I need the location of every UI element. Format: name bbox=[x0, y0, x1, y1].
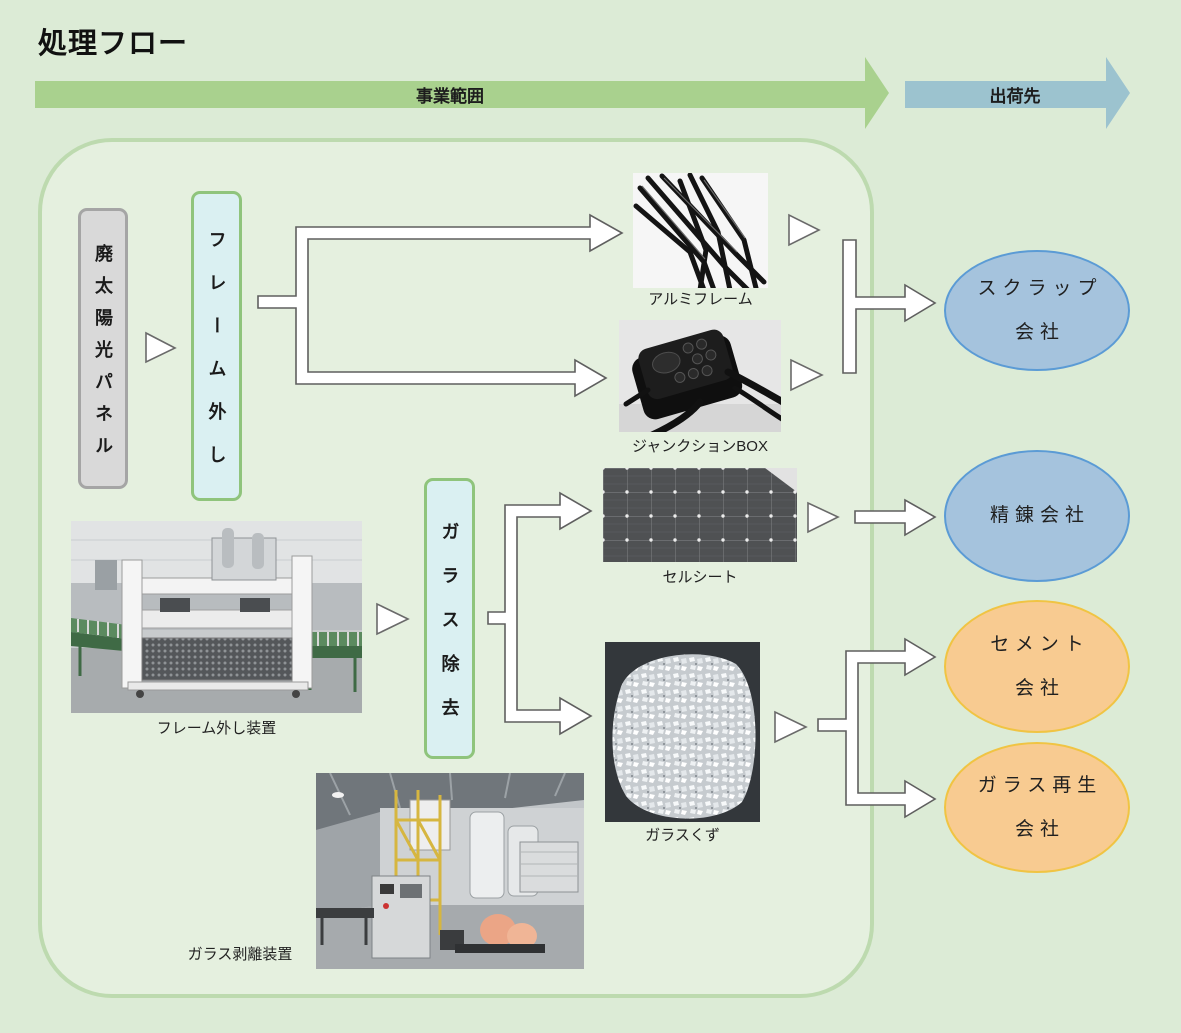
node-label-line: 会社 bbox=[1014, 321, 1065, 343]
glass-removal-box: ガラス除去 bbox=[424, 478, 475, 759]
node-label-line: スクラップ bbox=[977, 277, 1103, 299]
frame-removal-label: フレーム外し bbox=[206, 229, 227, 488]
glass-peeling-device-caption: ガラス剥離装置 bbox=[187, 946, 293, 963]
arrow-to-refining-company bbox=[854, 498, 937, 537]
cell-sheet-photo bbox=[603, 468, 797, 562]
node-label-line: セメント bbox=[990, 633, 1090, 655]
cell-sheet-caption: セルシート bbox=[662, 569, 738, 586]
page-title: 処理フロー bbox=[38, 28, 189, 60]
junction-box-photo bbox=[619, 320, 781, 432]
node-label-line: 会社 bbox=[1014, 818, 1065, 840]
aluminum-frame-caption: アルミフレーム bbox=[648, 291, 753, 308]
merge-to-scrap-company bbox=[842, 239, 937, 374]
arrow-cell-sheet-out bbox=[807, 501, 840, 534]
glass-cullet-caption: ガラスくず bbox=[645, 827, 720, 844]
frame-removal-device-caption: フレーム外し装置 bbox=[156, 720, 277, 737]
frame-removal-box: フレーム外し bbox=[191, 191, 242, 501]
scrap-company-node: スクラップ 会社 bbox=[944, 250, 1130, 371]
arrow-panel-to-frame-removal bbox=[145, 331, 177, 364]
frame-removal-device-photo bbox=[71, 521, 362, 713]
junction-box-caption: ジャンクションBOX bbox=[632, 438, 768, 455]
node-label-line: 会社 bbox=[1014, 677, 1065, 699]
arrow-aluminum-out bbox=[788, 213, 821, 247]
destination-arrow bbox=[905, 57, 1130, 129]
glass-recycling-company-node: ガラス再生 会社 bbox=[944, 742, 1130, 873]
arrow-junction-box-out bbox=[790, 358, 824, 392]
glass-removal-label: ガラス除去 bbox=[439, 521, 460, 742]
cement-company-node: セメント 会社 bbox=[944, 600, 1130, 733]
arrow-glass-cullet-out bbox=[774, 710, 808, 744]
arrow-device-to-glass-removal bbox=[376, 602, 410, 636]
fork-glass-removal-outputs bbox=[487, 491, 593, 736]
glass-peeling-device-photo bbox=[316, 773, 584, 969]
node-label-line: ガラス再生 bbox=[977, 774, 1103, 796]
scope-label: 事業範囲 bbox=[416, 87, 484, 106]
fork-glass-cullet-destinations bbox=[817, 637, 937, 819]
destination-label: 出荷先 bbox=[989, 87, 1041, 106]
node-label-line: 精錬会社 bbox=[989, 505, 1090, 526]
glass-cullet-photo bbox=[605, 642, 760, 822]
scope-arrow bbox=[35, 57, 889, 129]
refining-company-node: 精錬会社 bbox=[944, 450, 1130, 582]
aluminum-frame-photo bbox=[633, 173, 768, 288]
waste-panel-label: 廃太陽光パネル bbox=[93, 243, 113, 468]
waste-panel-box: 廃太陽光パネル bbox=[78, 208, 128, 489]
fork-frame-removal-outputs bbox=[257, 213, 624, 398]
